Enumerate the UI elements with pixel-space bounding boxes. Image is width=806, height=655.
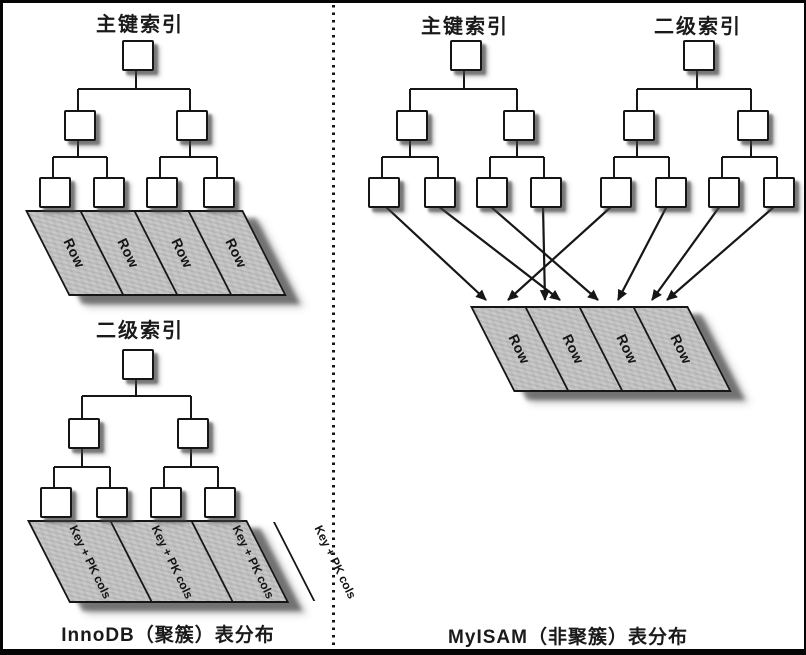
- btree-node: [708, 177, 740, 208]
- btree-node: [203, 177, 235, 208]
- btree-node: [396, 110, 428, 141]
- left-secondary-tree-connectors: [53, 376, 219, 487]
- btree-node: [655, 177, 687, 208]
- right-secondary-tree-connectors: [613, 67, 778, 177]
- btree-node: [146, 177, 178, 208]
- btree-node: [122, 40, 154, 71]
- btree-node: [424, 177, 456, 208]
- btree-node: [93, 177, 125, 208]
- row-label: Row: [114, 235, 143, 271]
- btree-node: [450, 40, 482, 71]
- myisam-caption: MyISAM（非聚簇）表分布: [448, 627, 688, 648]
- btree-node: [40, 487, 72, 518]
- btree-node: [368, 177, 400, 208]
- btree-node: [96, 487, 128, 518]
- btree-node: [476, 177, 508, 208]
- row-label: Row: [222, 235, 251, 271]
- btree-node: [204, 487, 236, 518]
- btree-node: [68, 418, 100, 449]
- left-primary-tree-connectors: [52, 67, 218, 177]
- btree-node: [763, 177, 795, 208]
- left-primary-index-title: 主键索引: [96, 14, 184, 36]
- panel-divider: [332, 5, 335, 645]
- key-pk-cols-label: Key + PK cols: [311, 522, 359, 601]
- btree-node: [150, 487, 182, 518]
- row-label: Row: [60, 235, 89, 271]
- btree-node: [122, 349, 154, 380]
- key-pk-cols-label: Key + PK cols: [147, 522, 196, 601]
- btree-node: [39, 177, 71, 208]
- btree-node: [623, 110, 655, 141]
- myisam-rows-parallelogram: Row Row Row Row: [470, 306, 732, 392]
- row-label: Row: [505, 331, 534, 367]
- key-pk-cols-label: Key + PK cols: [229, 522, 278, 601]
- btree-node: [600, 177, 632, 208]
- right-secondary-index-title: 二级索引: [654, 16, 742, 38]
- row-label: Row: [168, 235, 197, 271]
- row-label: Row: [667, 331, 696, 367]
- row-label: Row: [559, 331, 588, 367]
- left-secondary-index-title: 二级索引: [96, 320, 184, 342]
- btree-node: [737, 110, 769, 141]
- btree-node: [683, 40, 715, 71]
- key-pk-cols-label: Key + PK cols: [66, 522, 114, 601]
- right-primary-index-title: 主键索引: [421, 16, 509, 38]
- innodb-caption: InnoDB（聚簇）表分布: [61, 625, 275, 646]
- btree-node: [176, 110, 208, 141]
- btree-node: [530, 177, 562, 208]
- innodb-secondary-leaf-parallelogram: Key + PK cols Key + PK cols Key + PK col…: [27, 520, 396, 603]
- row-label: Row: [613, 331, 642, 367]
- btree-node: [503, 110, 535, 141]
- btree-node: [177, 418, 209, 449]
- btree-node: [64, 110, 96, 141]
- row-pointer-arrows: [384, 205, 776, 301]
- right-primary-tree-connectors: [381, 67, 545, 177]
- innodb-primary-rows-parallelogram: Row Row Row Row: [25, 210, 287, 296]
